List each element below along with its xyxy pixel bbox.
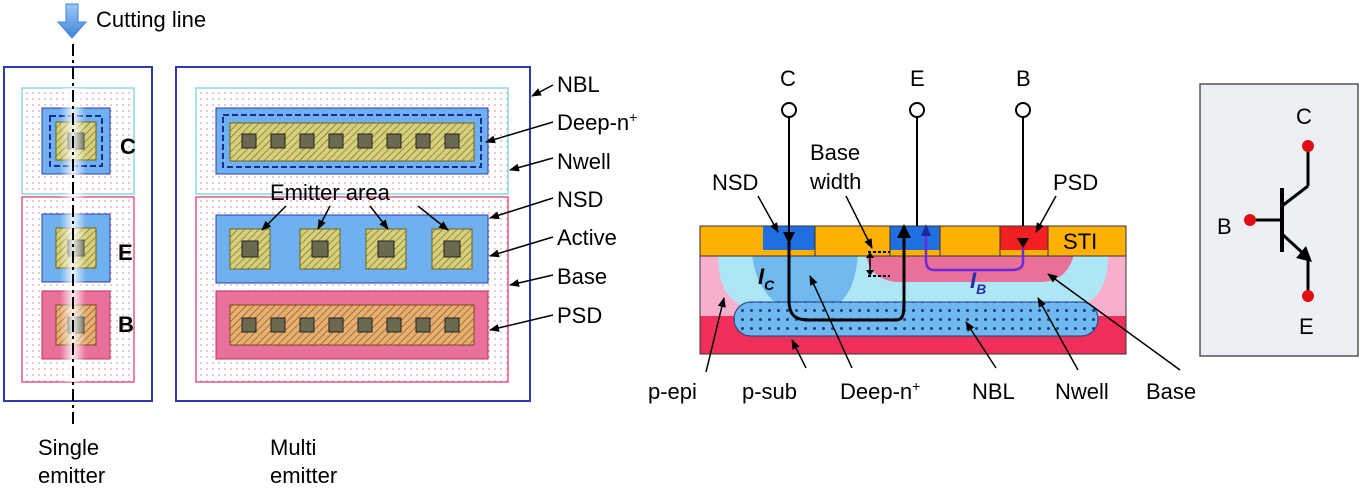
symbol-label-e: E [1299,314,1314,339]
xs-label-p-sub: p-sub [742,379,797,404]
deep-n-region [752,254,858,316]
emitter-contact-square [241,240,259,258]
emitter-contact [365,228,407,270]
xs-label-p-epi: p-epi [648,379,697,404]
cutting-line-arrow [56,3,88,39]
bjt-symbol [1199,83,1359,357]
bottom-label-arrows [705,273,1181,373]
xs-label-c: C [780,66,796,91]
terminal-b-node [1015,102,1031,118]
symbol-emitter-dot [1302,290,1314,302]
xs-label-b: B [1016,66,1031,91]
label-nbl: NBL [557,72,600,97]
terminal-e-node [909,102,925,118]
symbol-collector-dot [1302,140,1314,152]
xs-label-nbl: NBL [972,379,1015,404]
base-width-indicator [845,195,890,277]
ib-current-path [924,226,1025,272]
label-active: Active [557,225,617,250]
collector-contact-square [270,133,286,149]
collector-contact-square [328,133,344,149]
terminal-c-node [781,102,797,118]
cross-section-terminals [781,102,1031,240]
emitter-contact-square [311,240,329,258]
xs-label-psd: PSD [1053,170,1098,195]
emitter-area-arrows [261,205,449,231]
label-nwell: Nwell [557,149,611,174]
xs-label-base-width-1: Base [810,140,860,165]
single-label-e: E [118,240,133,265]
symbol-label-b: B [1217,214,1232,239]
symbol-base-dot [1244,214,1256,226]
collector-contact-square [386,133,402,149]
layer-label-arrows [485,84,554,332]
multi-collector-contact [229,122,475,162]
xs-label-nwell: Nwell [1055,379,1109,404]
label-nsd: NSD [557,187,603,212]
collector-contact-square [444,133,460,149]
multi-base-contact [229,304,475,346]
base-contact-square [415,317,431,333]
label-psd: PSD [557,303,602,328]
xs-label-sti: STI [1063,229,1097,254]
single-emitter-caption-1: Single [38,435,99,460]
multi-emitter-caption-1: Multi [270,435,316,460]
label-base: Base [557,264,607,289]
collector-contact-square [241,133,257,149]
xs-label-base-width-2: width [809,169,861,194]
emitter-area-label: Emitter area [270,180,391,205]
collector-contact-square [415,133,431,149]
multi-emitter-layout [175,66,531,402]
ic-current-path [787,228,906,322]
emitter-contact-square [443,240,461,258]
xs-label-deep-n: Deep-n+ [840,378,920,404]
single-emitter-caption-2: emitter [38,463,105,488]
base-contact-square [386,317,402,333]
multi-emitter-caption-2: emitter [270,463,337,488]
cutting-line-label: Cutting line [96,7,206,32]
base-contact-square [328,317,344,333]
xs-label-base: Base [1146,379,1196,404]
label-deep-n: Deep-n+ [557,109,637,135]
base-contact-square [270,317,286,333]
single-label-b: B [118,312,134,337]
single-label-c: C [120,134,136,159]
multi-deep-n-outline [222,114,482,168]
base-contact-square [357,317,373,333]
ic-label: IC [758,264,775,293]
base-contact-square [299,317,315,333]
single-emitter-layout [3,44,153,425]
collector-contact-square [357,133,373,149]
base-contact-square [241,317,257,333]
xs-label-e: E [910,66,925,91]
base-contact-square [444,317,460,333]
symbol-label-c: C [1296,104,1312,129]
xs-label-nsd: NSD [712,170,758,195]
ib-label: IB [970,268,986,297]
collector-contact-square [299,133,315,149]
emitter-contact-square [377,240,395,258]
